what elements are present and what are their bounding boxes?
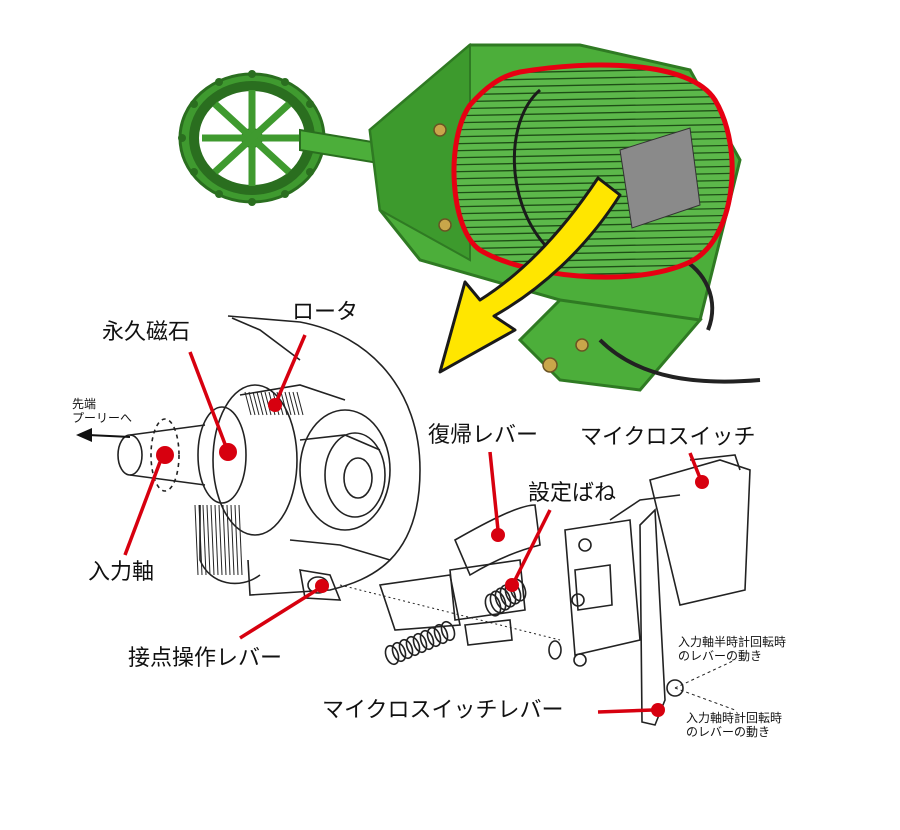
label-micro-switch-lever: マイクロスイッチレバー: [322, 698, 564, 723]
zoom-arrow-icon: [438, 176, 622, 374]
label-rotor: ロータ: [292, 300, 359, 325]
device-photo: [178, 42, 761, 392]
label-ccw-line2: のレバーの動き: [678, 648, 763, 663]
input-shaft-part: [117, 418, 206, 492]
label-tip-pulley-line1: 先端: [72, 397, 97, 411]
setting-spring-part: [384, 578, 527, 666]
pulley-direction-arrow-icon: [76, 428, 131, 442]
cover-highlight: [451, 62, 735, 280]
micro-switch-lever-part: [639, 508, 736, 726]
label-cw-line2: のレバーの動き: [686, 724, 771, 739]
mechanism-drawing: [117, 315, 751, 726]
contact-lever-part: [299, 569, 561, 641]
label-input-shaft: 入力軸: [88, 560, 155, 585]
label-micro-switch: マイクロスイッチ: [580, 425, 756, 450]
leader-lines: [123, 334, 709, 717]
label-ccw-motion: 入力軸半時計回転時 のレバーの動き: [678, 635, 787, 664]
label-cw-motion: 入力軸時計回転時 のレバーの動き: [686, 711, 783, 740]
label-cw-line1: 入力軸時計回転時: [686, 711, 783, 725]
label-tip-pulley-line2: プーリーへ: [72, 410, 133, 425]
label-setting-spring: 設定ばね: [528, 481, 617, 506]
label-return-lever: 復帰レバー: [428, 423, 539, 448]
label-permanent-magnet: 永久磁石: [102, 320, 191, 345]
magnet-rotor-assembly: [194, 384, 391, 585]
label-ccw-line1: 入力軸半時計回転時: [678, 635, 787, 649]
micro-switch-part: [564, 454, 751, 667]
label-tip-pulley: 先端 プーリーへ: [72, 397, 133, 426]
return-lever-part: [378, 504, 541, 631]
label-contact-lever: 接点操作レバー: [128, 646, 283, 671]
